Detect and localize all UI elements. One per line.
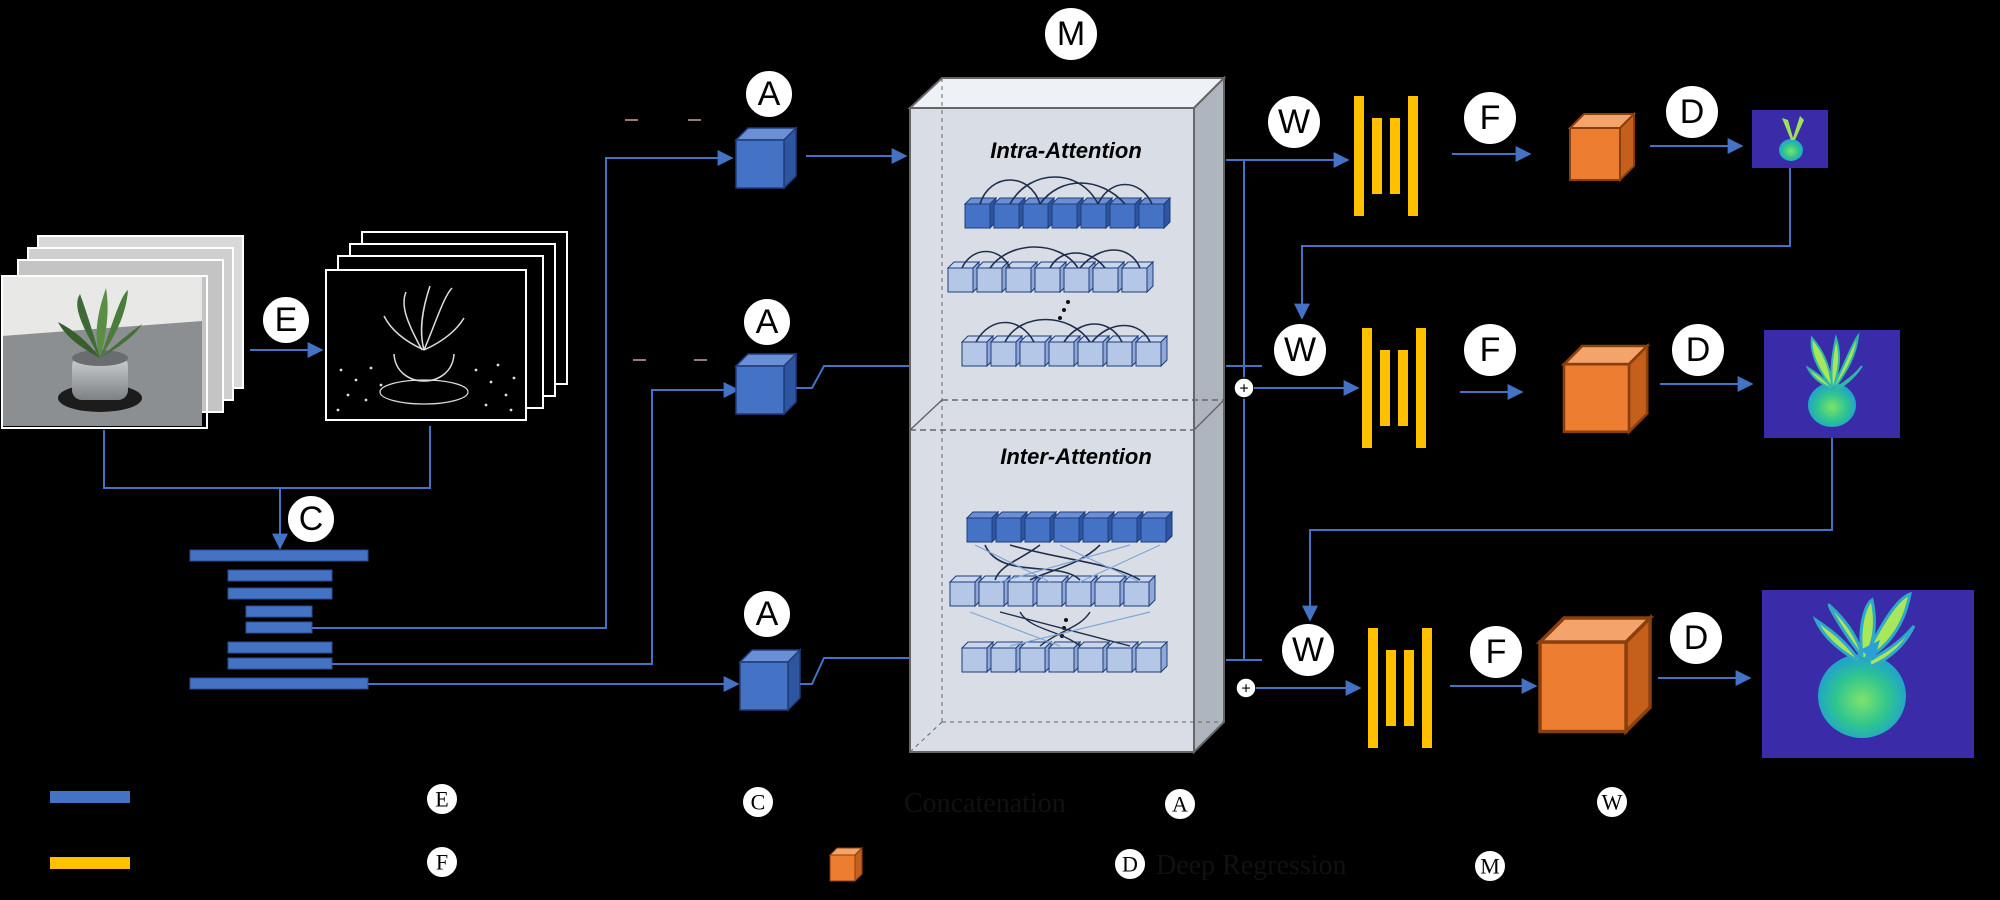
legend-blue-bar [50,791,130,803]
legend-concat-symbol: C [741,785,775,819]
volume-cube-1 [1569,113,1635,181]
depth-symbol-3: D [1668,610,1724,666]
svg-text:+: + [1239,381,1248,398]
warp-symbol-1: W [1266,94,1322,150]
legend-module-symbol: M [1473,849,1507,883]
inter-token-row-1 [966,511,1173,543]
svg-text:A: A [756,595,779,633]
decoder-block-1 [1354,96,1418,216]
attention-cube-3 [739,649,801,711]
svg-text:C: C [299,500,324,538]
svg-text:A: A [758,75,781,113]
inter-token-row-2 [949,575,1156,607]
depth-map-medium [1764,330,1900,438]
volume-cube-3 [1538,616,1652,734]
svg-text:D: D [1122,852,1138,877]
legend-edge-symbol: E [425,782,459,816]
svg-text:A: A [756,303,779,341]
svg-text:F: F [1480,99,1501,137]
legend-depth-symbol: D [1113,847,1147,881]
fusion-symbol-3: F [1468,624,1524,680]
legend-depth-label: Deep Regression [1156,850,1347,881]
svg-text:F: F [436,850,448,875]
legend-warp-symbol: W [1595,785,1629,819]
svg-text:W: W [1278,103,1310,141]
warp-symbol-2: W [1272,322,1328,378]
svg-text:F: F [1486,633,1507,671]
legend-concat-label: Concatenation [904,788,1066,819]
attention-symbol-1: A [744,69,794,119]
depth-map-small [1752,110,1828,168]
concat-symbol: C [286,494,336,544]
warp-symbol-3: W [1280,622,1336,678]
edge-image-stack [325,231,568,421]
volume-cube-2 [1562,344,1649,434]
svg-text:M: M [1480,854,1500,879]
depth-map-large [1762,590,1974,758]
svg-text:W: W [1284,331,1316,369]
svg-text:E: E [435,787,448,812]
legend-attention-symbol: A [1163,787,1197,821]
add-node-1: + [1233,377,1255,399]
decoder-block-3 [1368,628,1432,748]
add-node-2: + [1235,677,1257,699]
attention-symbol-3: A [742,589,792,639]
svg-text:W: W [1602,790,1623,815]
intra-attention-title: Intra-Attention [990,138,1142,163]
fusion-symbol-2: F [1462,322,1518,378]
inter-token-row-3 [961,641,1168,673]
attention-cube-1 [735,127,797,189]
svg-text:A: A [1172,792,1188,817]
module-symbol: M [1043,6,1099,62]
depth-symbol-2: D [1670,322,1726,378]
legend-fusion-symbol: F [425,845,459,879]
svg-text:D: D [1680,93,1705,131]
input-image-stack [1,235,244,429]
attention-cube-2 [735,353,797,415]
feature-pyramid [189,549,369,690]
svg-text:F: F [1480,331,1501,369]
decoder-block-2 [1362,328,1426,448]
svg-text:M: M [1057,15,1085,53]
intra-token-row-1 [964,197,1171,229]
svg-text:W: W [1292,631,1324,669]
attention-symbol-2: A [742,297,792,347]
inter-attention-title: Inter-Attention [1000,444,1152,469]
svg-text:D: D [1684,619,1709,657]
legend-yellow-bar [50,857,130,869]
edge-extraction-symbol: E [261,295,311,345]
svg-text:D: D [1686,331,1711,369]
svg-text:C: C [751,790,766,815]
fusion-symbol-1: F [1462,90,1518,146]
depth-symbol-1: D [1664,84,1720,140]
legend: E F C Concatenation A D Deep Regression … [50,782,1629,883]
legend-orange-cube [829,847,863,882]
svg-text:+: + [1241,681,1250,698]
svg-text:E: E [275,301,298,339]
